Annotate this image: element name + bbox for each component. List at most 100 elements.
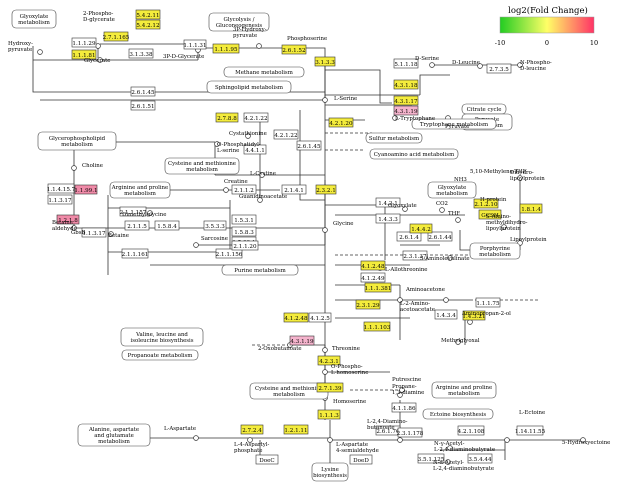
compound-node-c37[interactable] [397,297,403,303]
compound-node-c53[interactable] [580,437,586,443]
compound-node-c50[interactable] [447,445,453,451]
enzyme-box-e30[interactable]: 2.1.1.157 [120,206,147,217]
pathway-box-p5[interactable]: Citrate cycle [461,103,507,115]
enzyme-box-e72[interactable]: 3.5.1.125 [418,453,445,464]
enzyme-box-e14[interactable]: 4.3.1.18 [393,79,419,90]
enzyme-box-e64[interactable]: 1.1.1.3 [317,409,341,420]
enzyme-box-e62[interactable]: 4.2.3.1 [317,355,341,366]
pathway-box-p3[interactable]: Methane metabolism [223,66,305,78]
compound-node-c14[interactable] [214,141,220,147]
enzyme-box-e23[interactable]: 2.6.1.45 [296,140,322,151]
enzyme-box-e49[interactable]: 1.8.1.4 [519,203,543,214]
compound-node-c19[interactable] [223,187,229,193]
enzyme-box-e36[interactable]: 2.1.1.161 [122,248,149,259]
compound-node-c39[interactable] [455,339,461,345]
enzyme-box-e71[interactable]: 1.14.11.55 [515,425,546,436]
enzyme-box-e57[interactable]: 1.4.3.4 [434,309,458,320]
enzyme-box-e59[interactable]: 4.1.2.48 [283,312,309,323]
enzyme-box-e51[interactable]: 4.1.2.48 [360,260,386,271]
enzyme-box-e5[interactable]: 1.1.1.81 [71,49,97,60]
compound-node-c1[interactable] [95,43,101,49]
enzyme-box-e44[interactable]: 2.6.1.4 [396,231,422,242]
enzyme-box-e22[interactable]: 4.4.1.1 [243,144,267,155]
compound-node-c13[interactable] [245,133,251,139]
compound-node-c44[interactable] [399,387,405,393]
enzyme-box-e20[interactable]: 4.2.1.22 [243,112,269,123]
enzyme-box-e11[interactable]: 2.6.1.45 [130,86,156,97]
enzyme-box-e6[interactable]: 1.1.1.31 [183,39,207,50]
compound-node-c36[interactable] [443,297,449,303]
enzyme-box-e70[interactable]: 4.2.1.108 [458,425,485,436]
compound-node-c49[interactable] [397,437,403,443]
enzyme-box-e53[interactable]: 1.1.1.381 [365,282,392,293]
compound-node-c9[interactable] [517,62,523,68]
compound-node-c5[interactable] [256,43,262,49]
enzyme-box-e37[interactable]: 2.1.1.156 [216,248,243,259]
enzyme-box-e1[interactable]: 5.4.2.11 [135,9,161,20]
compound-node-c28[interactable] [439,207,445,213]
enzyme-box-e67[interactable]: 1.2.1.11 [283,424,309,435]
enzyme-box-e21[interactable]: 4.2.1.22 [273,129,299,140]
enzyme-box-e32[interactable]: 1.5.8.4 [154,220,180,231]
pathway-box-p4[interactable]: Sphingolipid metabolism [206,80,292,94]
enzyme-box-e63[interactable]: 2.7.1.39 [316,382,344,393]
compound-node-c15[interactable] [259,172,265,178]
compound-node-c29[interactable] [455,217,461,223]
enzyme-box-e58[interactable]: 1.4.3.21 [462,310,486,321]
compound-node-c8[interactable] [477,63,483,69]
enzyme-box-e33[interactable]: 3.5.3.3 [203,220,227,231]
enzyme-box-e29[interactable]: 1.1.3.17 [81,227,107,238]
enzyme-box-e61[interactable]: 4.3.1.19 [289,335,315,346]
compound-node-c45[interactable] [397,392,403,398]
enzyme-box-e42[interactable]: 1.4.2.1 [375,197,401,208]
enzyme-box-e26[interactable]: 1.1.99.1 [74,184,98,195]
compound-node-c25[interactable] [402,206,408,212]
enzyme-box-e24[interactable]: 2.3.2.1 [315,184,337,195]
enzyme-box-e3[interactable]: 2.7.1.165 [103,31,130,42]
enzyme-box-e10[interactable]: 3.1.3.3 [314,56,336,67]
enzyme-box-e25[interactable]: 1.1.4.15.7 [47,183,76,194]
compound-node-c24[interactable] [322,227,328,233]
compound-node-c34[interactable] [447,255,453,261]
enzyme-box-e45[interactable]: 2.6.1.44 [427,231,453,242]
compound-node-c17[interactable] [71,225,77,231]
compound-node-c31[interactable] [501,224,507,230]
compound-node-c51[interactable] [445,459,451,465]
enzyme-box-e28[interactable]: 1.2.1.8 [56,214,80,225]
compound-node-c20[interactable] [257,197,263,203]
compound-node-c52[interactable] [504,437,510,443]
enzyme-box-e52[interactable]: 4.1.2.49 [360,272,386,283]
pathway-box-p14[interactable]: Purine metabolism [221,264,299,276]
enzyme-box-e2[interactable]: 5.4.2.12 [135,19,161,30]
compound-node-c10[interactable] [322,97,328,103]
enzyme-box-e60[interactable]: 4.1.2.5 [308,312,332,323]
enzyme-box-e39[interactable]: 1.5.8.3 [231,226,257,237]
pathway-box-p9[interactable]: Cyanoamino acid metabolism [369,148,459,160]
enzyme-box-e48[interactable]: GCSH [478,209,502,220]
pathway-box-p2[interactable]: Glycolysis /Gluconeogenesis [208,12,270,32]
enzyme-box-e31[interactable]: 2.1.1.5 [124,220,150,231]
pathway-box-p7[interactable]: Tryptophane metabolism [411,118,497,130]
enzyme-box-e66[interactable]: 2.7.2.4 [240,424,264,435]
enzyme-box-e7[interactable]: 3.1.3.38 [128,48,154,59]
enzyme-box-e54[interactable]: 2.3.1.29 [355,299,381,310]
enzyme-box-e35[interactable]: 2.1.4.1 [281,184,307,195]
compound-node-c41[interactable] [322,347,328,353]
enzyme-box-e34[interactable]: 2.1.1.2 [231,184,257,195]
compound-node-c3[interactable] [97,57,103,63]
enzyme-box-e19[interactable]: 2.7.8.8 [215,112,239,123]
compound-node-c38[interactable] [467,319,473,325]
enzyme-box-e74[interactable]: DoeC [255,454,279,465]
compound-node-c42[interactable] [322,369,328,375]
enzyme-box-e75[interactable]: DoeD [349,454,373,465]
enzyme-box-e13[interactable]: 5.1.1.18 [393,58,419,69]
enzyme-box-e50[interactable]: 2.3.1.37 [402,250,428,261]
